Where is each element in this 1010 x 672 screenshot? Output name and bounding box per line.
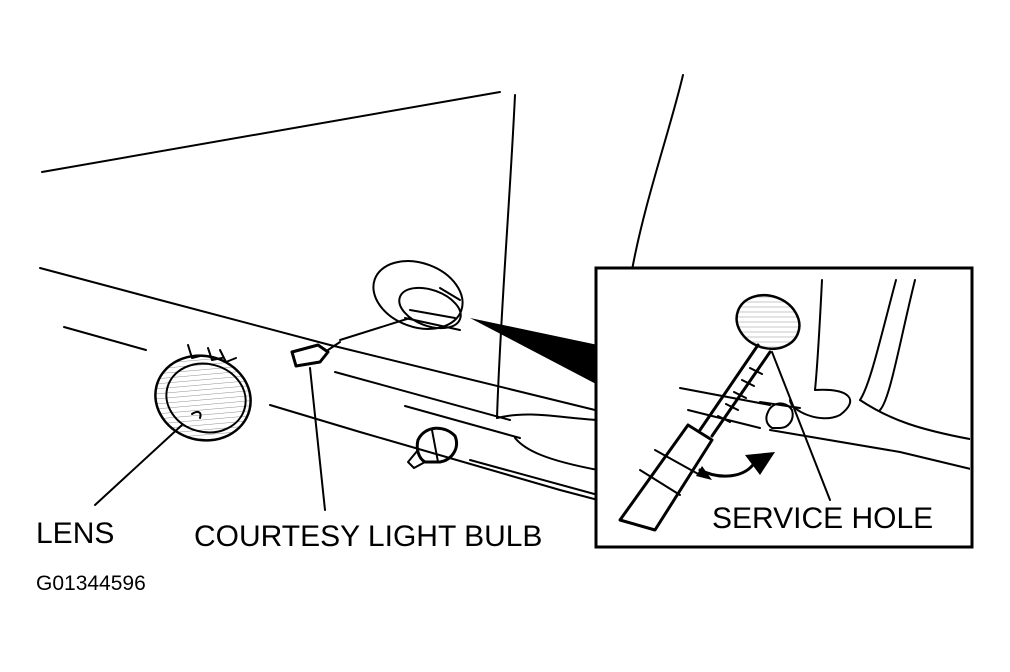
service-hole-label: SERVICE HOLE xyxy=(712,502,933,535)
car-body-outline xyxy=(39,74,684,501)
figure-code: G01344596 xyxy=(36,572,146,595)
service-hole-inset xyxy=(594,266,974,549)
courtesy-light-bulb-label: COURTESY LIGHT BULB xyxy=(194,520,542,553)
lens-leader-line xyxy=(94,424,183,506)
bulb-leader-line xyxy=(309,367,326,511)
courtesy-light-bulb-part xyxy=(290,317,411,368)
lens-part xyxy=(154,344,252,442)
lens-label: LENS xyxy=(36,517,114,550)
marker-bulb-part xyxy=(407,426,458,469)
inset-pointer xyxy=(470,318,598,385)
lamp-housing xyxy=(372,260,464,331)
